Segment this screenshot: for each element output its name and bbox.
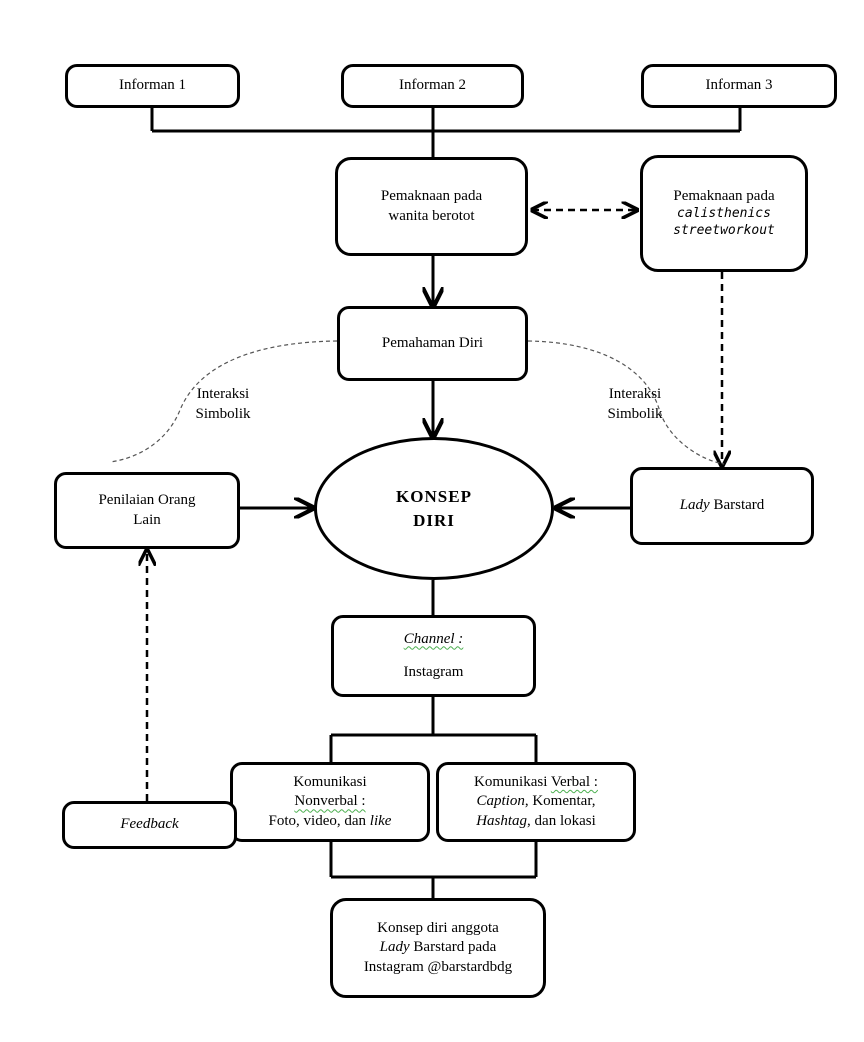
interaksi-left-line1: Interaksi bbox=[196, 386, 250, 402]
interaksi-curve-right bbox=[527, 340, 725, 465]
verbal-line2-b: , Komentar, bbox=[524, 793, 596, 810]
interaksi-simbolik-right: Interaksi Simbolik bbox=[580, 384, 690, 425]
penilaian-line2: Lain bbox=[133, 511, 161, 528]
channel-value: Instagram bbox=[403, 664, 464, 680]
lady-barstard-rest: Barstard bbox=[709, 497, 765, 514]
lady-barstard-italic: Lady bbox=[679, 497, 710, 514]
feedback-box: Feedback bbox=[62, 801, 237, 849]
komunikasi-bracket bbox=[329, 697, 538, 898]
konsep-diri-line2: DIRI bbox=[413, 510, 455, 530]
interaksi-simbolik-left: Interaksi Simbolik bbox=[168, 384, 278, 425]
channel-box: Channel : Instagram bbox=[331, 615, 536, 697]
verbal-line1: Komunikasi Verbal : bbox=[474, 773, 598, 793]
verbal-line3: Hashtag, dan lokasi bbox=[476, 812, 596, 832]
interaksi-right-line1: Interaksi bbox=[608, 386, 662, 402]
interaksi-left-line2: Simbolik bbox=[195, 406, 251, 423]
konsep-anggota-line1: Konsep diri anggota bbox=[377, 919, 499, 936]
konsep-diri-ellipse: KONSEP DIRI bbox=[314, 437, 554, 580]
konsep-anggota-line3: Instagram @barstardbdg bbox=[363, 958, 513, 975]
verbal-line3-a: Hashtag bbox=[476, 812, 528, 829]
pemaknaan-wanita-line1: Pemaknaan pada bbox=[380, 188, 483, 204]
verbal-line3-b: , dan lokasi bbox=[527, 812, 596, 829]
informan-1-box: Informan 1 bbox=[65, 64, 240, 108]
komunikasi-nonverbal-box: Komunikasi Nonverbal : Foto, video, dan … bbox=[230, 762, 430, 842]
penilaian-line1: Penilaian Orang bbox=[98, 492, 196, 508]
lady-barstard-box: Lady Barstard bbox=[630, 467, 814, 545]
konsep-anggota-line2-a: Lady bbox=[379, 939, 410, 956]
informan-1-label: Informan 1 bbox=[118, 77, 187, 94]
informan-3-label: Informan 3 bbox=[705, 77, 773, 94]
informan-2-box: Informan 2 bbox=[341, 64, 524, 108]
pemaknaan-calisthenics-line3: streetworkout bbox=[673, 223, 775, 239]
nonverbal-line3-b: like bbox=[369, 812, 392, 829]
pemahaman-diri-label: Pemahaman Diri bbox=[381, 334, 484, 351]
interaksi-curve-left bbox=[109, 340, 338, 463]
pemaknaan-wanita-box: Pemaknaan pada wanita berotot bbox=[335, 157, 528, 256]
pemahaman-diri-box: Pemahaman Diri bbox=[337, 306, 528, 381]
verbal-line1-a: Komunikasi bbox=[474, 773, 551, 790]
pemaknaan-calisthenics-line1: Pemaknaan pada bbox=[673, 187, 775, 204]
konsep-anggota-line2: Lady Barstard pada bbox=[380, 938, 497, 958]
nonverbal-line1: Komunikasi bbox=[293, 773, 367, 790]
konsep-anggota-line2-b: Barstard pada bbox=[409, 939, 497, 956]
interaksi-right-line2: Simbolik bbox=[607, 406, 663, 423]
nonverbal-line3: Foto, video, dan like bbox=[269, 812, 392, 832]
informan-2-label: Informan 2 bbox=[398, 77, 467, 94]
konsep-anggota-box: Konsep diri anggota Lady Barstard pada I… bbox=[330, 898, 546, 998]
verbal-line1-b: Verbal : bbox=[550, 773, 598, 790]
konsep-diri-line1: KONSEP bbox=[396, 486, 472, 506]
komunikasi-verbal-box: Komunikasi Verbal : Caption, Komentar, H… bbox=[436, 762, 636, 842]
informan-3-box: Informan 3 bbox=[641, 64, 837, 108]
pemaknaan-wanita-line2: wanita berotot bbox=[388, 207, 475, 224]
pemaknaan-calisthenics-line2: calisthenics bbox=[677, 206, 771, 222]
verbal-line2: Caption, Komentar, bbox=[477, 792, 596, 812]
lady-barstard-label: Lady Barstard bbox=[680, 496, 765, 516]
verbal-line2-a: Caption bbox=[476, 793, 525, 810]
informan-bracket bbox=[150, 108, 742, 157]
channel-title: Channel : bbox=[403, 630, 464, 647]
pemaknaan-calisthenics-box: Pemaknaan pada calisthenics streetworkou… bbox=[640, 155, 808, 272]
nonverbal-line2: Nonverbal : bbox=[294, 793, 366, 810]
nonverbal-line3-a: Foto, video, dan bbox=[268, 812, 370, 829]
feedback-label: Feedback bbox=[120, 816, 179, 833]
penilaian-orang-lain-box: Penilaian Orang Lain bbox=[54, 472, 240, 549]
